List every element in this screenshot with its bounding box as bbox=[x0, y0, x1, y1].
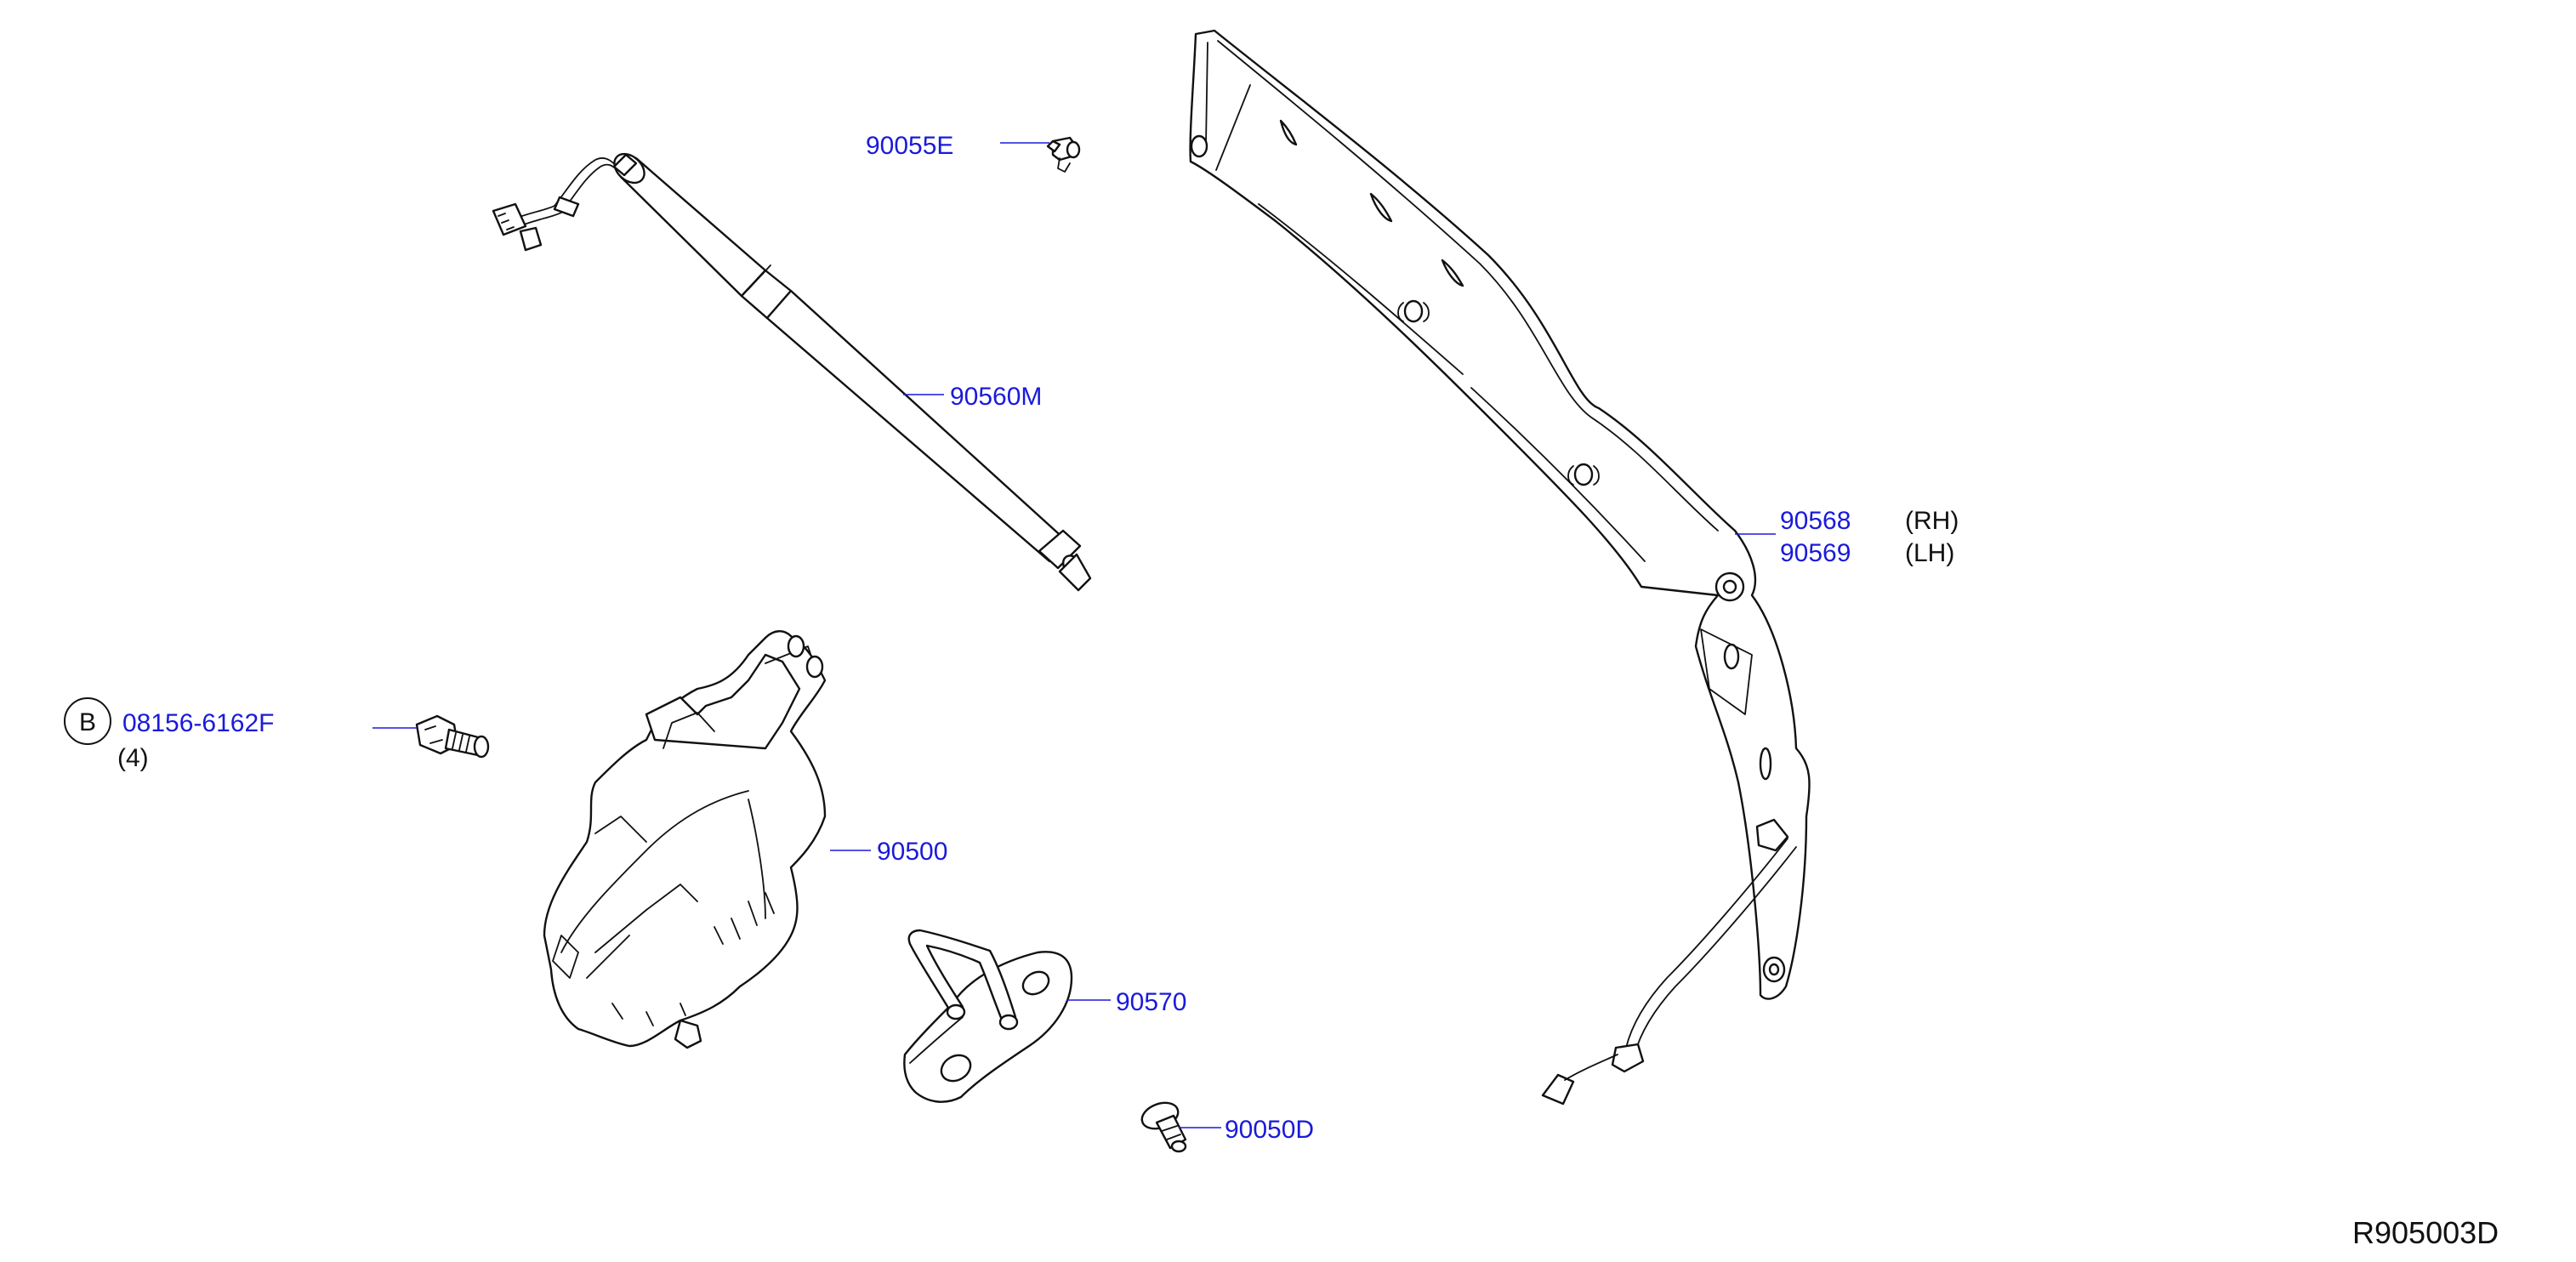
part-number-90569[interactable]: 90569 bbox=[1780, 539, 1851, 567]
part-number-90500[interactable]: 90500 bbox=[877, 838, 947, 866]
leader-lines bbox=[372, 142, 1776, 1128]
part-number-90560m[interactable]: 90560M bbox=[950, 383, 1042, 411]
clip-90055e-drawing bbox=[1046, 136, 1081, 173]
part-number-90570[interactable]: 90570 bbox=[1116, 988, 1186, 1016]
side-label-rh: (RH) bbox=[1905, 507, 1959, 535]
callouts: 90055E 90560M 90568 (RH) 90569 (LH) B 08… bbox=[64, 132, 1959, 1144]
actuator-90500-drawing bbox=[543, 630, 827, 1049]
callout-90570[interactable]: 90570 bbox=[1116, 988, 1186, 1016]
striker-90570-drawing bbox=[903, 929, 1073, 1103]
bolt-badge-circle bbox=[64, 697, 111, 745]
callout-90500[interactable]: 90500 bbox=[877, 838, 947, 866]
callout-90050d[interactable]: 90050D bbox=[1225, 1116, 1314, 1144]
part-number-90050d[interactable]: 90050D bbox=[1225, 1116, 1314, 1144]
clip-90050d-drawing bbox=[1140, 1101, 1187, 1153]
part-number-90568[interactable]: 90568 bbox=[1780, 507, 1851, 535]
bolt-badge-letter: B bbox=[79, 708, 96, 736]
part-number-90055e[interactable]: 90055E bbox=[866, 132, 953, 160]
callout-90568[interactable]: 90568 bbox=[1780, 507, 1851, 535]
part-number-08156-6162f[interactable]: 08156-6162F bbox=[122, 709, 274, 737]
side-label-lh: (LH) bbox=[1905, 539, 1954, 567]
callout-90560m[interactable]: 90560M bbox=[950, 383, 1042, 411]
callout-90569[interactable]: 90569 bbox=[1780, 539, 1851, 567]
bolt-quantity: (4) bbox=[117, 744, 149, 772]
bolt-08156-6162f-drawing bbox=[415, 714, 490, 759]
callout-08156-6162f[interactable]: 08156-6162F bbox=[122, 709, 274, 737]
diagram-reference-code: R905003D bbox=[2352, 1215, 2499, 1250]
power-strut-90560m-drawing bbox=[492, 152, 1092, 592]
callout-90055e[interactable]: 90055E bbox=[866, 132, 953, 160]
hinge-bracket-90568-drawing bbox=[1189, 29, 1811, 1106]
